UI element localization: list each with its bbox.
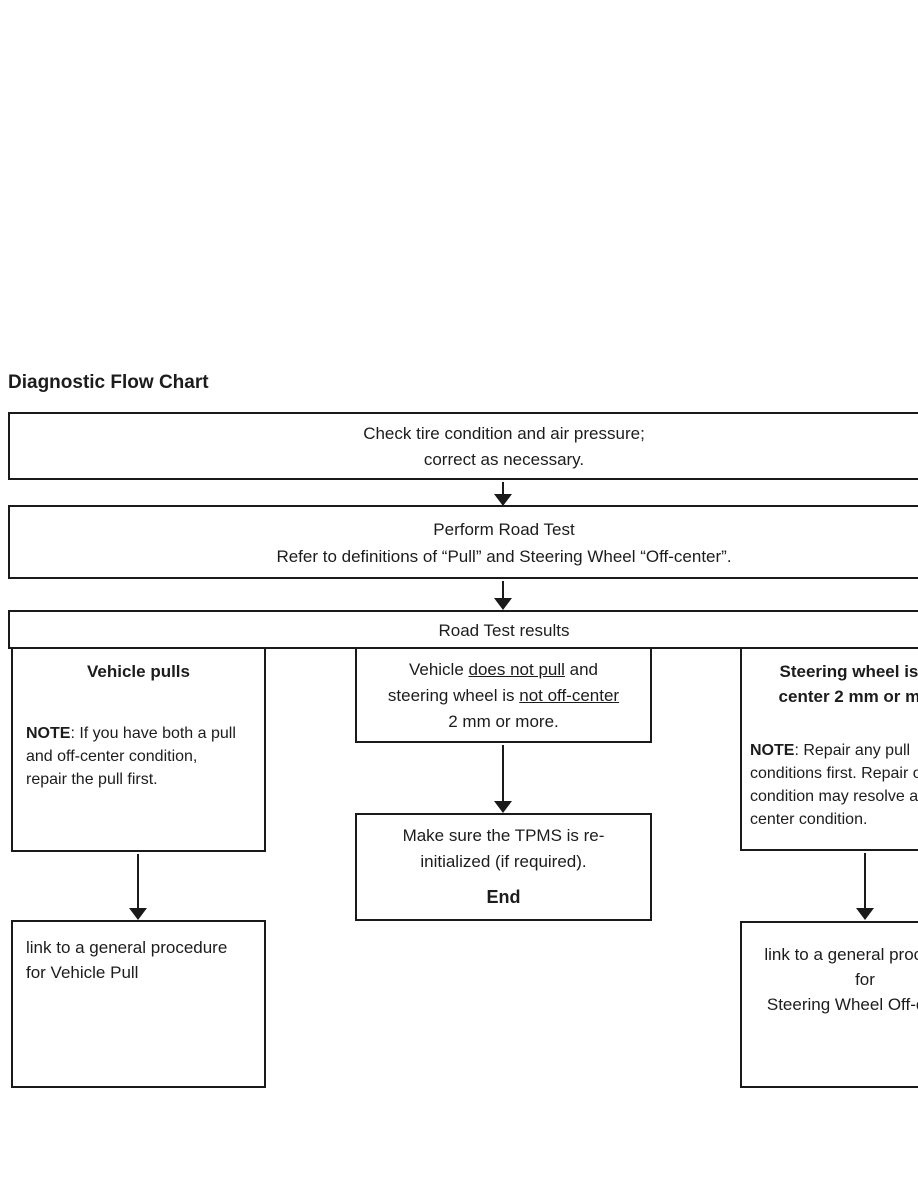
end-label: End — [486, 887, 521, 907]
tpms-end-box: Make sure the TPMS is re- initialized (i… — [355, 813, 652, 921]
steering-off-center-box: Steering wheel is off- center 2 mm or mo… — [740, 647, 918, 851]
steering-off-center-title: Steering wheel is off- center 2 mm or mo… — [778, 662, 918, 706]
vehicle-pull-link-box: link to a general procedure for Vehicle … — [11, 920, 266, 1088]
note-label: NOTE — [750, 742, 795, 759]
vehicle-pulls-note: NOTE: If you have both a pull and off-ce… — [26, 699, 252, 791]
arrow-down-icon — [494, 482, 512, 506]
note-label: NOTE — [26, 725, 71, 742]
note-body: : Repair any pull conditions first. Repa… — [750, 742, 918, 828]
arrow-down-icon — [494, 745, 512, 813]
arrow-down-icon — [129, 854, 147, 920]
arrow-down-icon — [494, 581, 512, 610]
check-tires-box: Check tire condition and air pressure; c… — [8, 412, 918, 480]
steering-off-center-note: NOTE: Repair any pull conditions first. … — [750, 716, 918, 831]
arrow-stem — [864, 853, 866, 908]
arrowhead-icon — [494, 598, 512, 610]
off-center-link-box: link to a general procedure for Steering… — [740, 921, 918, 1088]
road-test-box: Perform Road Test Refer to definitions o… — [8, 505, 918, 579]
arrow-down-icon — [856, 853, 874, 920]
arrowhead-icon — [856, 908, 874, 920]
arrow-stem — [137, 854, 139, 908]
arrow-stem — [502, 482, 504, 494]
vehicle-pulls-title: Vehicle pulls — [87, 662, 190, 681]
arrow-stem — [502, 745, 504, 801]
arrowhead-icon — [494, 494, 512, 506]
page-title: Diagnostic Flow Chart — [8, 372, 209, 393]
tpms-text: Make sure the TPMS is re- initialized (i… — [402, 826, 605, 871]
vehicle-pulls-box: Vehicle pulls NOTE: If you have both a p… — [11, 647, 266, 852]
arrowhead-icon — [494, 801, 512, 813]
arrowhead-icon — [129, 908, 147, 920]
no-pull-box: Vehicle does not pull and steering wheel… — [355, 647, 652, 743]
road-test-results-box: Road Test results — [8, 610, 918, 649]
note-body: : If you have both a pull and off-center… — [26, 725, 236, 788]
arrow-stem — [502, 581, 504, 598]
